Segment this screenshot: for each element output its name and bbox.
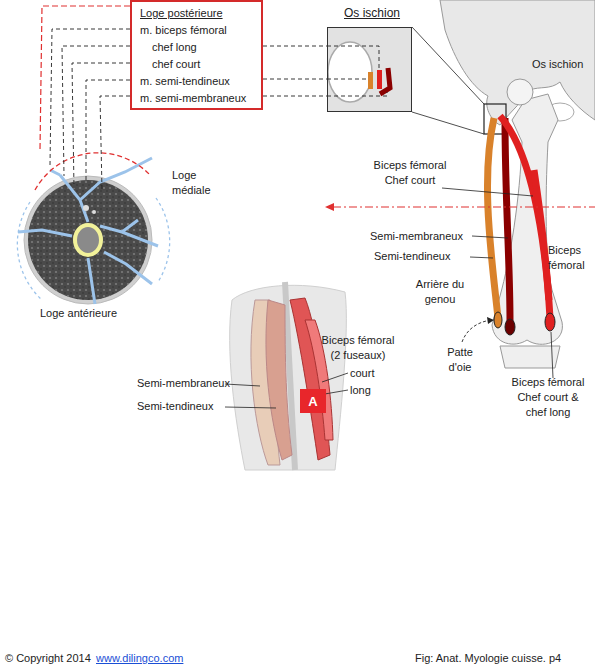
part-label: court (350, 366, 374, 381)
part-label: Loge médiale (172, 168, 217, 198)
origin-mark (380, 68, 390, 94)
footer-text: Fig: Anat. Myologie cuisse. p4 (415, 651, 561, 666)
footer-text: www.dilingco.com (96, 651, 183, 666)
muscle-name: m. biceps fémoral (140, 23, 227, 37)
drawing-circle (83, 205, 89, 211)
part-label: Patte d'oie (440, 345, 480, 375)
anterior-arc (17, 202, 42, 300)
drawing-polygon (325, 203, 334, 211)
leader-line (50, 29, 130, 190)
part-label: Biceps fémoral Chef court & chef long (508, 375, 588, 420)
part-label: Biceps fémoral (2 fuseaux) (318, 333, 398, 363)
drawing-ellipse (328, 42, 372, 102)
drawing-ellipse (505, 319, 515, 335)
pelvis-femur (325, 0, 595, 378)
drawing-path (492, 94, 562, 344)
semimembranosus (505, 118, 510, 322)
part-label: Biceps fémoral Chef court (368, 158, 452, 188)
part-label: Semi-tendineux (374, 249, 450, 264)
drawing-rect (328, 28, 411, 111)
leg-illustration (225, 282, 348, 470)
figure-letter-box: A (300, 389, 326, 413)
part-label: Loge antérieure (40, 306, 117, 321)
drawing-path (266, 300, 292, 460)
drawing-circle (92, 210, 96, 214)
muscle-head: chef long (152, 40, 197, 54)
leader-line (40, 6, 130, 150)
muscle-name: m. semi-tendineux (140, 74, 230, 88)
part-label: Biceps fémoral (548, 243, 593, 273)
femur-section (75, 225, 101, 255)
part-label: Semi-membraneux (137, 376, 230, 391)
inset-title: Os ischion (344, 6, 400, 20)
part-label: Os ischion (532, 57, 583, 72)
leader-line (327, 46, 387, 96)
biceps-long (500, 116, 550, 318)
drawing-ellipse (494, 312, 502, 328)
drawing-ellipse (545, 313, 555, 331)
drawing-line (333, 206, 595, 207)
leader-connector (263, 46, 327, 47)
muscle-name: m. semi-membraneux (140, 91, 246, 105)
footer-text: © Copyright 2014 (5, 651, 91, 666)
drawing-path (462, 320, 492, 342)
posterior-arc (35, 153, 150, 190)
septum-line (18, 158, 158, 304)
part-label: Semi-membraneux (370, 229, 463, 244)
part-label: Arrière du genou (414, 277, 466, 307)
muscle-head: chef court (152, 57, 200, 71)
drawing-path (500, 346, 560, 368)
drawing-path (440, 0, 595, 125)
leader-connector (263, 96, 327, 97)
origin-mark (368, 72, 373, 89)
part-label: long (350, 383, 371, 398)
drawing-circle (507, 79, 533, 105)
inset-box: Os ischion (327, 27, 412, 112)
drawing-polygon (487, 317, 494, 324)
biceps-short (534, 170, 549, 300)
drawing-circle (28, 180, 148, 300)
figure-letter: A (308, 394, 317, 409)
semitendinosus (487, 118, 498, 318)
group-heading: Loge postérieure (140, 6, 223, 20)
cross-section (17, 6, 169, 304)
medial-arc (156, 198, 170, 282)
origin-mark (377, 70, 382, 89)
drawing-circle (24, 176, 152, 304)
leader-line (225, 373, 348, 408)
leader-connector (263, 79, 327, 80)
drawing-circle (28, 180, 148, 300)
part-label: Semi-tendineux (137, 399, 213, 414)
muscle-list-box: Loge postérieure m. biceps fémoral chef lo… (130, 0, 263, 110)
